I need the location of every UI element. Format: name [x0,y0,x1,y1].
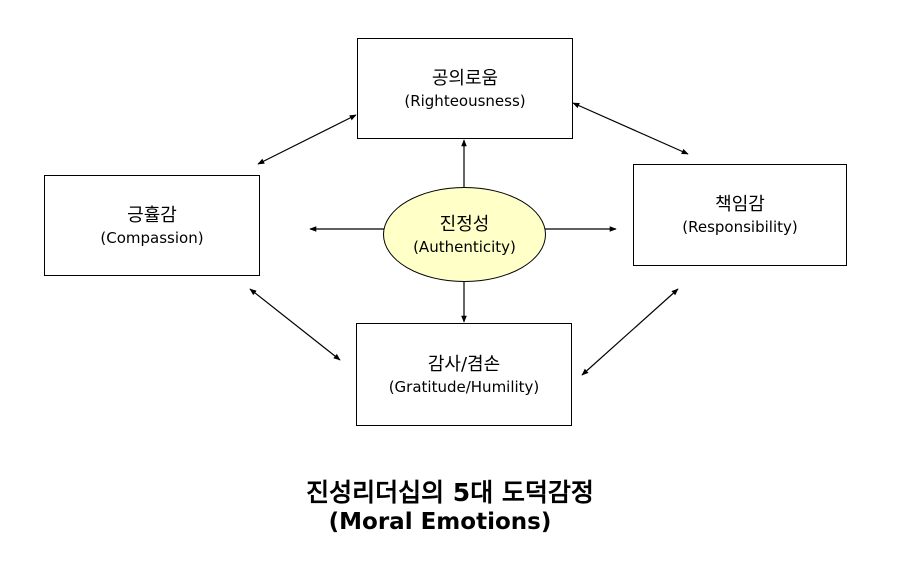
ellipse-authenticity: 진정성 (Authenticity) [383,187,546,282]
responsibility-english: (Responsibility) [682,218,798,236]
arrow-top-right [572,102,689,155]
authenticity-korean: 진정성 [439,213,490,235]
gratitude-humility-english: (Gratitude/Humility) [388,377,540,396]
gratitude-humility-korean: 감사/겸손 [427,353,501,375]
caption-korean: 진성리더십의 5대 도덕감정 [306,478,594,507]
responsibility-korean: 책임감 [715,194,765,215]
caption-english: (Moral Emotions) [328,509,552,535]
box-righteousness: 공의로움 (Righteousness) [357,38,573,139]
righteousness-korean: 공의로움 [431,67,499,89]
arrow-left-bottom [249,288,341,361]
compassion-korean: 긍휼감 [127,204,177,226]
arrow-bottom-right [581,288,679,376]
arrow-left-top [257,114,357,165]
box-responsibility: 책임감 (Responsibility) [633,164,847,266]
compassion-english: (Compassion) [100,228,204,247]
authenticity-english: (Authenticity) [413,237,516,256]
box-compassion: 긍휼감 (Compassion) [44,175,260,276]
box-gratitude-humility: 감사/겸손 (Gratitude/Humility) [356,323,572,426]
righteousness-english: (Righteousness) [404,91,526,110]
